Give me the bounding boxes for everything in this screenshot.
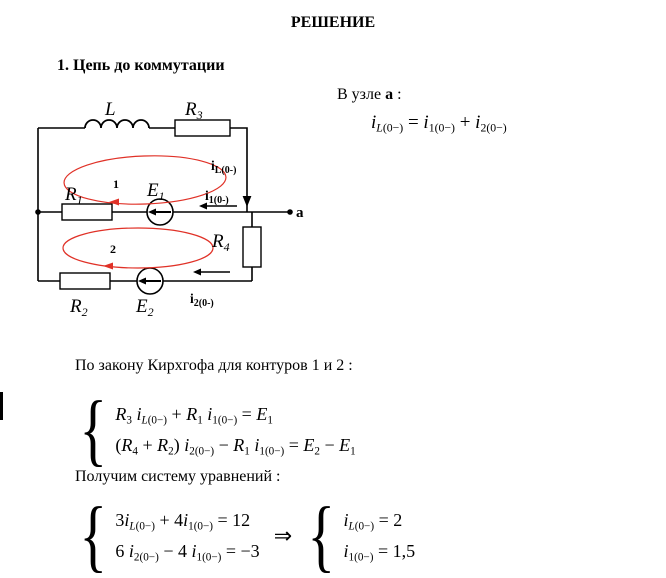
mesh-loop-1 xyxy=(63,155,227,206)
source-e1-arrow-head xyxy=(148,208,156,216)
node-current-equation: iL(0−) = i1(0−) + i2(0−) xyxy=(371,112,507,135)
resistor-r3-body xyxy=(174,119,231,137)
inductor-coil xyxy=(84,119,150,129)
resistor-r2-body xyxy=(59,272,111,290)
r4-label: R4 xyxy=(211,231,230,254)
result-brace: { xyxy=(307,492,336,578)
numeric-brace: { xyxy=(79,492,108,578)
junction-dot-left xyxy=(35,209,41,215)
mesh-loop-2 xyxy=(62,227,214,270)
e1-label-sub: 1 xyxy=(159,189,165,203)
node-caption-colon: : xyxy=(397,86,402,103)
il-label-base: i xyxy=(211,158,215,173)
result-equation-1: iL(0−) = 2 xyxy=(343,509,403,532)
r2-label-sub: 2 xyxy=(82,305,88,319)
wire-top-right-down xyxy=(230,127,248,212)
numeric-system-row: { 3iL(0−) + 4i1(0−) = 12 6 i2(0−) − 4 i1… xyxy=(74,492,416,578)
r1-label: R1 xyxy=(64,184,83,207)
i2-label-sub: 2(0-) xyxy=(194,298,214,309)
r2-label: R2 xyxy=(69,296,88,319)
current-i2-arrow-icon xyxy=(193,268,230,276)
e2-label-sub: 2 xyxy=(148,305,154,319)
node-caption-node: a xyxy=(385,86,394,103)
implies-arrow-icon: ⇒ xyxy=(273,523,293,548)
e2-label-base: E xyxy=(135,296,148,317)
node-caption-prefix: В узле xyxy=(337,86,382,103)
r1-label-base: R xyxy=(64,184,77,205)
r2-label-base: R xyxy=(69,296,82,317)
inductor-label: L xyxy=(104,99,116,120)
i1-label-base: i xyxy=(205,188,209,203)
mesh-loop-1-curve xyxy=(63,155,227,205)
r3-label-sub: 3 xyxy=(196,108,203,122)
kirchhoff-intro-text: По закону Кирхгофа для контуров 1 и 2 : xyxy=(75,357,353,374)
e1-label: E1 xyxy=(146,180,165,203)
current-i2-arrow-head xyxy=(193,268,201,276)
r3-label-base: R xyxy=(184,99,197,120)
kirchhoff-equation-1: R3 iL(0−) + R1 i1(0−) = E1 xyxy=(115,403,273,426)
node-a-caption: В узле a : xyxy=(337,86,402,104)
inductor-symbol xyxy=(84,119,150,129)
source-e2-symbol xyxy=(136,267,164,295)
il-label-sub: L(0-) xyxy=(215,165,237,176)
loop2-number-label: 2 xyxy=(110,242,116,256)
resistor-r1-body xyxy=(61,203,113,221)
numeric-equation-1: 3iL(0−) + 4i1(0−) = 12 xyxy=(115,509,251,532)
kirchhoff-system: { R3 iL(0−) + R1 i1(0−) = E1 (R4 + R2) i… xyxy=(74,386,355,474)
kirchhoff-equations: R3 iL(0−) + R1 i1(0−) = E1 (R4 + R2) i2(… xyxy=(115,399,355,462)
i1-label: i1(0-) xyxy=(205,188,229,206)
numeric-equation-2: 6 i2(0−) − 4 i1(0−) = −3 xyxy=(115,541,260,564)
r1-label-sub: 1 xyxy=(77,193,83,207)
i1-label-sub: 1(0-) xyxy=(209,195,229,206)
kirchhoff-equation-2: (R4 + R2) i2(0−) − R1 i1(0−) = E2 − E1 xyxy=(115,435,356,458)
current-il-arrow-icon xyxy=(242,196,252,207)
il-label: iL(0-) xyxy=(211,158,236,176)
junction-dot-node-a xyxy=(287,209,293,215)
numeric-intro-text: Получим систему уравнений : xyxy=(75,468,281,485)
section-heading: 1. Цепь до коммутации xyxy=(57,57,225,74)
r3-label: R3 xyxy=(184,99,203,122)
source-e1-symbol xyxy=(146,198,174,226)
mesh-loop-2-arrow-head xyxy=(103,262,113,270)
r4-label-base: R xyxy=(211,231,224,252)
result-equation-2: i1(0−) = 1,5 xyxy=(343,541,416,564)
circuit-diagram: L R3 iL(0-) R1 E1 i1(0-) a R4 R2 E2 i2(0… xyxy=(35,99,304,319)
kirchhoff-brace: { xyxy=(79,386,108,474)
i2-label: i2(0-) xyxy=(190,291,214,309)
i2-label-base: i xyxy=(190,291,194,306)
source-e2-arrow-head xyxy=(138,277,146,285)
current-i1-arrow-head xyxy=(199,202,207,210)
r4-label-sub: 4 xyxy=(224,240,230,254)
scan-artifact xyxy=(0,392,3,420)
current-i1-arrow-icon xyxy=(199,202,237,210)
numeric-equations: 3iL(0−) + 4i1(0−) = 12 6 i2(0−) − 4 i1(0… xyxy=(115,505,259,568)
node-a-label: a xyxy=(296,205,304,221)
resistor-r4-body xyxy=(242,226,262,268)
e2-label: E2 xyxy=(135,296,154,319)
loop1-number-label: 1 xyxy=(113,177,119,191)
e1-label-base: E xyxy=(146,180,159,201)
page-title: РЕШЕНИЕ xyxy=(290,14,376,31)
result-equations: iL(0−) = 2 i1(0−) = 1,5 xyxy=(344,505,416,568)
mesh-loop-2-curve xyxy=(62,227,214,269)
mesh-loop-1-arrow-head xyxy=(109,198,119,206)
